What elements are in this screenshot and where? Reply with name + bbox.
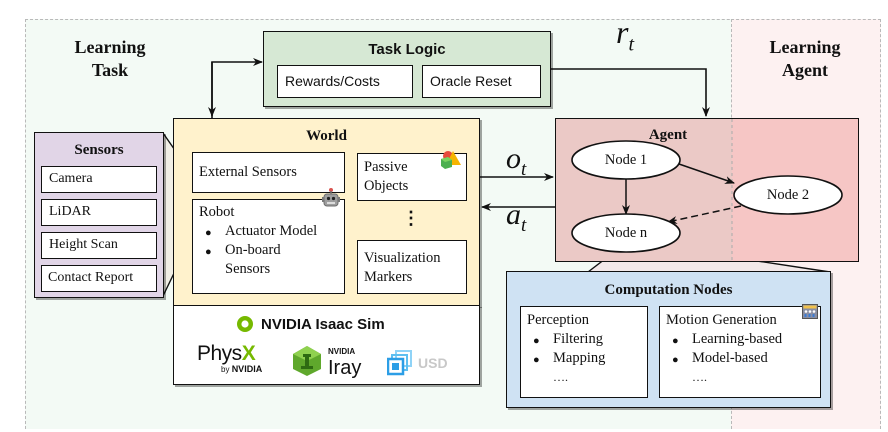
node-1-label: Node 1: [604, 152, 648, 168]
learning-task-title: Learning Task: [55, 36, 165, 82]
reward-subscript: t: [628, 33, 635, 56]
world-box: World External Sensors Robot Actuator Mo…: [173, 118, 480, 306]
observation-subscript: t: [521, 159, 527, 180]
iray-icon: [293, 346, 321, 376]
perception-bullet-mapping: Mapping: [527, 349, 647, 370]
shapes-icon: [441, 151, 461, 169]
action-label: at: [506, 198, 526, 237]
iray-text: Iray: [328, 356, 362, 379]
sensor-height-scan: Height Scan: [41, 232, 157, 259]
perception-bullet-filtering: Filtering: [527, 330, 647, 351]
iray-logo: NVIDIA Iray: [292, 341, 372, 381]
physx-by: by: [221, 365, 230, 374]
learning-agent-title-line2: Agent: [782, 60, 828, 80]
world-tasklogic-arrow: [211, 58, 263, 118]
perception-bullets: Filtering Mapping: [527, 330, 647, 370]
node-n-label: Node n: [604, 225, 648, 241]
task-logic-title: Task Logic: [368, 41, 446, 58]
world-title: World: [306, 128, 347, 144]
passive-objects-line1: Passive: [364, 159, 408, 175]
world-ellipsis: ⋮: [402, 208, 420, 228]
computation-nodes-title: Computation Nodes: [604, 282, 733, 298]
robot-bullet-onboard-cont: Sensors: [225, 261, 271, 277]
node-1-ellipse: [571, 140, 681, 180]
passive-objects-line2: Objects: [364, 178, 409, 194]
isaac-sim-icon: [237, 316, 253, 332]
rewards-costs-box: Rewards/Costs: [277, 65, 413, 98]
motion-bullet-learning-based: Learning-based: [666, 330, 820, 351]
reward-symbol: r: [616, 14, 629, 50]
passive-objects-box: Passive Objects: [357, 151, 467, 201]
visualization-line1: Visualization: [364, 250, 441, 266]
physx-nvidia: NVIDIA: [231, 364, 263, 374]
usd-icon: [387, 350, 412, 376]
robot-bullet-onboard: On-board: [199, 241, 344, 262]
agent-title: Agent: [648, 127, 688, 143]
sensors-box: Sensors Camera LiDAR Height Scan Contact…: [34, 132, 164, 298]
motion-generation-bullets: Learning-based Model-based: [666, 330, 820, 370]
reward-arrow: [484, 68, 710, 117]
agent-graph: [571, 119, 843, 263]
node-2-ellipse: [733, 175, 843, 215]
robot-title: Robot: [199, 204, 235, 220]
iray-brand: NVIDIA: [328, 346, 356, 356]
reward-label: rt: [616, 14, 634, 56]
learning-task-title-line1: Learning: [74, 37, 146, 57]
sensor-lidar: LiDAR: [41, 199, 157, 226]
learning-task-title-line2: Task: [91, 60, 129, 80]
sensor-camera: Camera: [41, 166, 157, 193]
isaac-sim-box: NVIDIA Isaac Sim PhysX by NVIDIA NVIDIA …: [173, 305, 480, 385]
motion-generation-box: Motion Generation Learning-based Model-b…: [659, 304, 821, 398]
node-2-label: Node 2: [766, 187, 810, 203]
usd-logo: USD: [387, 348, 467, 378]
perception-box: Perception Filtering Mapping ….: [520, 306, 648, 398]
observation-label: ot: [506, 142, 526, 181]
task-logic-box: Task Logic Rewards/Costs Oracle Reset: [263, 31, 551, 107]
visualization-markers-box: Visualization Markers: [357, 240, 467, 294]
robot-bullet-actuator-model: Actuator Model: [199, 222, 344, 243]
isaac-sim-title: NVIDIA Isaac Sim: [261, 315, 385, 333]
visualization-line2: Markers: [364, 269, 413, 285]
agent-box: Agent Node 1 Node 2 Node n: [555, 118, 859, 263]
action-subscript: t: [521, 215, 527, 236]
robot-bullets: Actuator Model On-board: [199, 222, 344, 262]
motion-generation-more: ….: [692, 370, 707, 384]
motion-bullet-model-based: Model-based: [666, 349, 820, 370]
learning-agent-title-line1: Learning: [769, 37, 841, 57]
edge-node2-noden: [667, 205, 742, 224]
usd-text: USD: [418, 355, 448, 371]
physx-logo: PhysX by NVIDIA: [197, 343, 277, 379]
physx-text: Phys: [197, 342, 242, 365]
computation-nodes-box: Computation Nodes Perception Filtering M…: [506, 271, 831, 408]
robot-box: Robot Actuator Model On-board Sensors: [192, 188, 345, 294]
isaac-sim-header: NVIDIA Isaac Sim: [236, 315, 385, 333]
learning-agent-title: Learning Agent: [745, 36, 865, 82]
oracle-reset-box: Oracle Reset: [422, 65, 541, 98]
sensor-contact-report: Contact Report: [41, 265, 157, 292]
edge-node1-node2: [678, 163, 735, 184]
observation-symbol: o: [506, 142, 521, 175]
action-symbol: a: [506, 198, 521, 231]
motion-generation-title: Motion Generation: [666, 312, 777, 328]
external-sensors-box: External Sensors: [192, 152, 345, 193]
physx-x: X: [241, 342, 256, 365]
perception-more: ….: [553, 370, 568, 384]
robot-icon: [322, 188, 340, 207]
controller-icon: [802, 304, 818, 319]
perception-title: Perception: [527, 312, 590, 328]
node-n-ellipse: [571, 213, 681, 253]
sensors-title: Sensors: [74, 142, 124, 158]
